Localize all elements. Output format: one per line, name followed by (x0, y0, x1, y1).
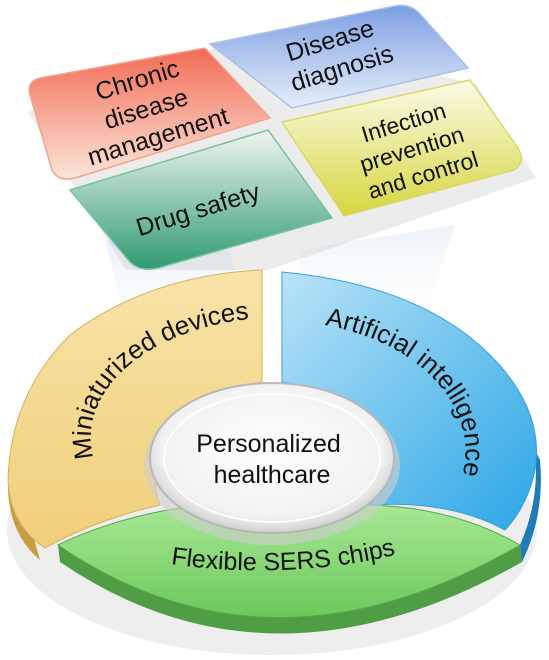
center-hub (149, 382, 395, 534)
center-label: Personalized healthcare (196, 430, 347, 489)
ring: Miniaturized devices Artificial intellig… (7, 269, 541, 655)
top-panel: Chronic disease management Disease diagn… (28, 4, 536, 270)
tile-drug (68, 129, 334, 270)
tile-chronic (28, 47, 272, 180)
tile-infection (280, 79, 522, 217)
tile-diagnosis (208, 4, 470, 109)
